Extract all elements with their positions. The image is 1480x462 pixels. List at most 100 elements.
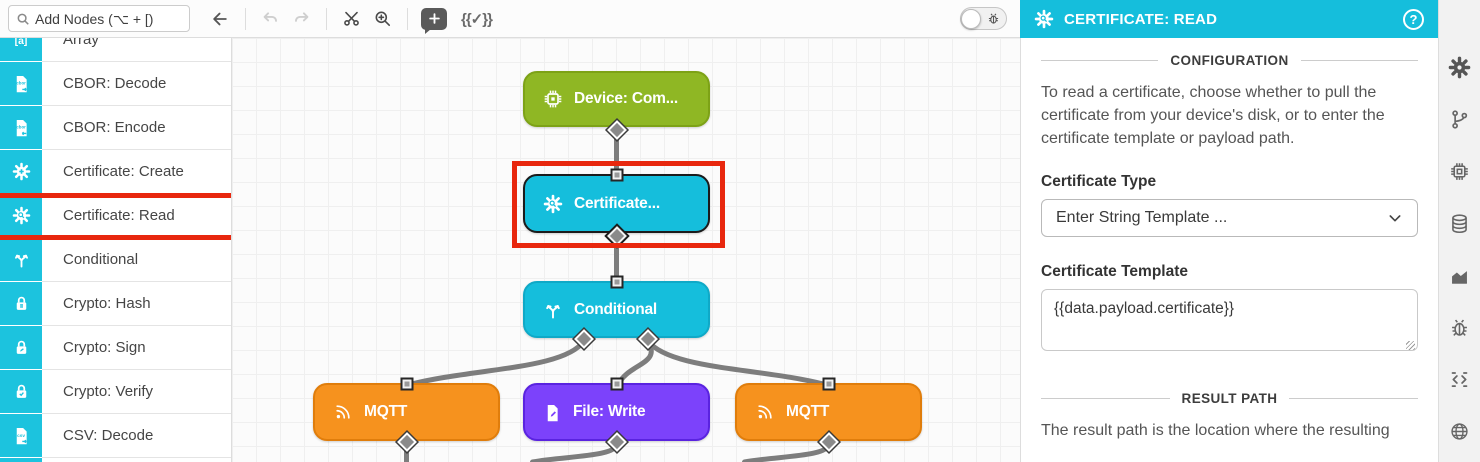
zoom-in-button[interactable] bbox=[367, 7, 398, 30]
versions-button[interactable] bbox=[1449, 107, 1470, 131]
node-label: Device: Com... bbox=[574, 90, 679, 107]
cbor-decode-icon: cbor bbox=[0, 62, 42, 105]
mqtt-icon bbox=[758, 405, 772, 419]
back-button[interactable] bbox=[204, 7, 236, 31]
zoom-in-icon bbox=[375, 11, 391, 27]
search-input[interactable] bbox=[35, 10, 185, 27]
crypto-verify-icon bbox=[0, 370, 42, 413]
analytics-button[interactable] bbox=[1449, 263, 1470, 287]
input-connector[interactable] bbox=[610, 275, 623, 289]
toolbar: {{✓}} bbox=[0, 0, 1020, 38]
node-conditional[interactable]: Conditional bbox=[523, 281, 710, 338]
add-nodes-search[interactable] bbox=[8, 5, 190, 32]
palette-item-label: Crypto: Verify bbox=[42, 370, 231, 414]
palette-item-cbor-encode[interactable]: cbor CBOR: Encode bbox=[0, 106, 231, 150]
toolbar-divider bbox=[245, 7, 246, 30]
area-chart-icon bbox=[1452, 270, 1467, 284]
scissors-icon bbox=[344, 11, 359, 26]
inspector-header: CERTIFICATE: READ ? bbox=[1020, 0, 1438, 38]
inspector-title: CERTIFICATE: READ bbox=[1064, 10, 1218, 28]
palette-item-crypto-sign[interactable]: Crypto: Sign bbox=[0, 326, 231, 370]
configuration-description: To read a certificate, choose whether to… bbox=[1041, 84, 1385, 148]
globe-icon bbox=[1451, 422, 1468, 440]
template-tester-icon[interactable]: {{✓}} bbox=[461, 10, 493, 28]
nav-rail bbox=[1438, 0, 1480, 462]
crypto-sign-icon bbox=[0, 326, 42, 369]
palette-item-crypto-verify[interactable]: Crypto: Verify bbox=[0, 370, 231, 414]
add-comment-button[interactable] bbox=[421, 7, 447, 34]
palette-item-partial[interactable] bbox=[0, 458, 231, 462]
palette-item-label: CBOR: Encode bbox=[42, 106, 231, 150]
toggle-knob bbox=[961, 8, 981, 29]
palette-item-label: Conditional bbox=[42, 238, 231, 282]
svg-text:[a]: [a] bbox=[15, 38, 28, 46]
array-icon: [a] bbox=[0, 38, 42, 61]
settings-button[interactable] bbox=[1448, 55, 1471, 79]
debug-toggle[interactable] bbox=[960, 7, 1007, 30]
node-label: MQTT bbox=[364, 403, 408, 420]
conditional-icon bbox=[546, 304, 560, 318]
bug-icon bbox=[1452, 319, 1467, 336]
certificate-template-label: Certificate Template bbox=[1041, 262, 1189, 280]
node-label: MQTT bbox=[786, 403, 830, 420]
certificate-create-icon bbox=[0, 150, 42, 193]
file-write-icon bbox=[547, 404, 558, 421]
palette-partial-icon bbox=[0, 458, 42, 462]
code-brackets-icon bbox=[1451, 371, 1468, 387]
palette-item-cbor-decode[interactable]: cbor CBOR: Decode bbox=[0, 62, 231, 106]
crypto-hash-icon bbox=[0, 282, 42, 325]
gear-icon bbox=[1448, 56, 1471, 78]
chevron-down-icon bbox=[1389, 214, 1401, 222]
result-path-description: The result path is the location where th… bbox=[1041, 421, 1390, 439]
workflow-canvas[interactable]: Device: Com... Certificate... Conditiona… bbox=[232, 38, 1020, 462]
search-icon bbox=[17, 13, 29, 25]
palette-item-certificate-create[interactable]: Certificate: Create bbox=[0, 150, 231, 194]
cbor-encode-icon: cbor bbox=[0, 106, 42, 149]
certificate-type-label: Certificate Type bbox=[1041, 172, 1157, 190]
palette-item-crypto-hash[interactable]: Crypto: Hash bbox=[0, 282, 231, 326]
inspector-panel: CONFIGURATION To read a certificate, cho… bbox=[1020, 38, 1438, 462]
node-label: File: Write bbox=[573, 403, 646, 420]
undo-button[interactable] bbox=[255, 7, 286, 30]
help-icon[interactable]: ? bbox=[1403, 8, 1424, 30]
palette-item-csv-decode[interactable]: csv CSV: Decode bbox=[0, 414, 231, 458]
input-connector[interactable] bbox=[610, 377, 623, 391]
configuration-heading: CONFIGURATION bbox=[1041, 53, 1418, 68]
node-palette: [a] Array cbor CBOR: Decode cbor CBOR: E… bbox=[0, 38, 232, 462]
certificate-read-icon bbox=[543, 194, 563, 213]
cut-button[interactable] bbox=[336, 7, 367, 30]
node-label: Conditional bbox=[574, 300, 658, 318]
plus-icon bbox=[428, 13, 440, 24]
node-device-command[interactable]: Device: Com... bbox=[523, 71, 710, 127]
git-branch-icon bbox=[1452, 109, 1468, 129]
palette-item-certificate-read[interactable]: Certificate: Read bbox=[0, 194, 231, 238]
palette-item-conditional[interactable]: Conditional bbox=[0, 238, 231, 282]
svg-text:cbor: cbor bbox=[16, 81, 26, 86]
certificate-read-icon bbox=[1034, 9, 1054, 29]
result-path-heading: RESULT PATH bbox=[1041, 391, 1418, 406]
palette-item-label: Certificate: Create bbox=[42, 150, 231, 194]
global-button[interactable] bbox=[1449, 419, 1470, 443]
certificate-type-select[interactable]: Enter String Template ... bbox=[1041, 198, 1418, 237]
svg-text:cbor: cbor bbox=[16, 125, 26, 130]
palette-item-label: Array bbox=[42, 38, 231, 62]
virtual-device-button[interactable] bbox=[1449, 159, 1470, 183]
redo-button[interactable] bbox=[286, 7, 317, 30]
code-button[interactable] bbox=[1449, 367, 1470, 391]
palette-item-array[interactable]: [a] Array bbox=[0, 38, 231, 62]
node-certificate-read-selected[interactable]: Certificate... bbox=[523, 174, 710, 233]
input-connector[interactable] bbox=[610, 168, 623, 182]
debug-button[interactable] bbox=[1449, 315, 1470, 339]
chip-icon bbox=[1451, 162, 1468, 180]
conditional-icon bbox=[0, 238, 42, 281]
chip-icon bbox=[544, 90, 562, 108]
palette-item-label: CSV: Decode bbox=[42, 414, 231, 458]
debug-bug-icon bbox=[987, 12, 1000, 30]
input-connector[interactable] bbox=[822, 377, 835, 391]
certificate-read-icon bbox=[0, 194, 42, 237]
data-storage-button[interactable] bbox=[1449, 211, 1470, 235]
certificate-template-input[interactable]: {{data.payload.certificate}} bbox=[1041, 288, 1418, 351]
input-connector[interactable] bbox=[400, 377, 413, 391]
redo-icon bbox=[295, 12, 309, 22]
